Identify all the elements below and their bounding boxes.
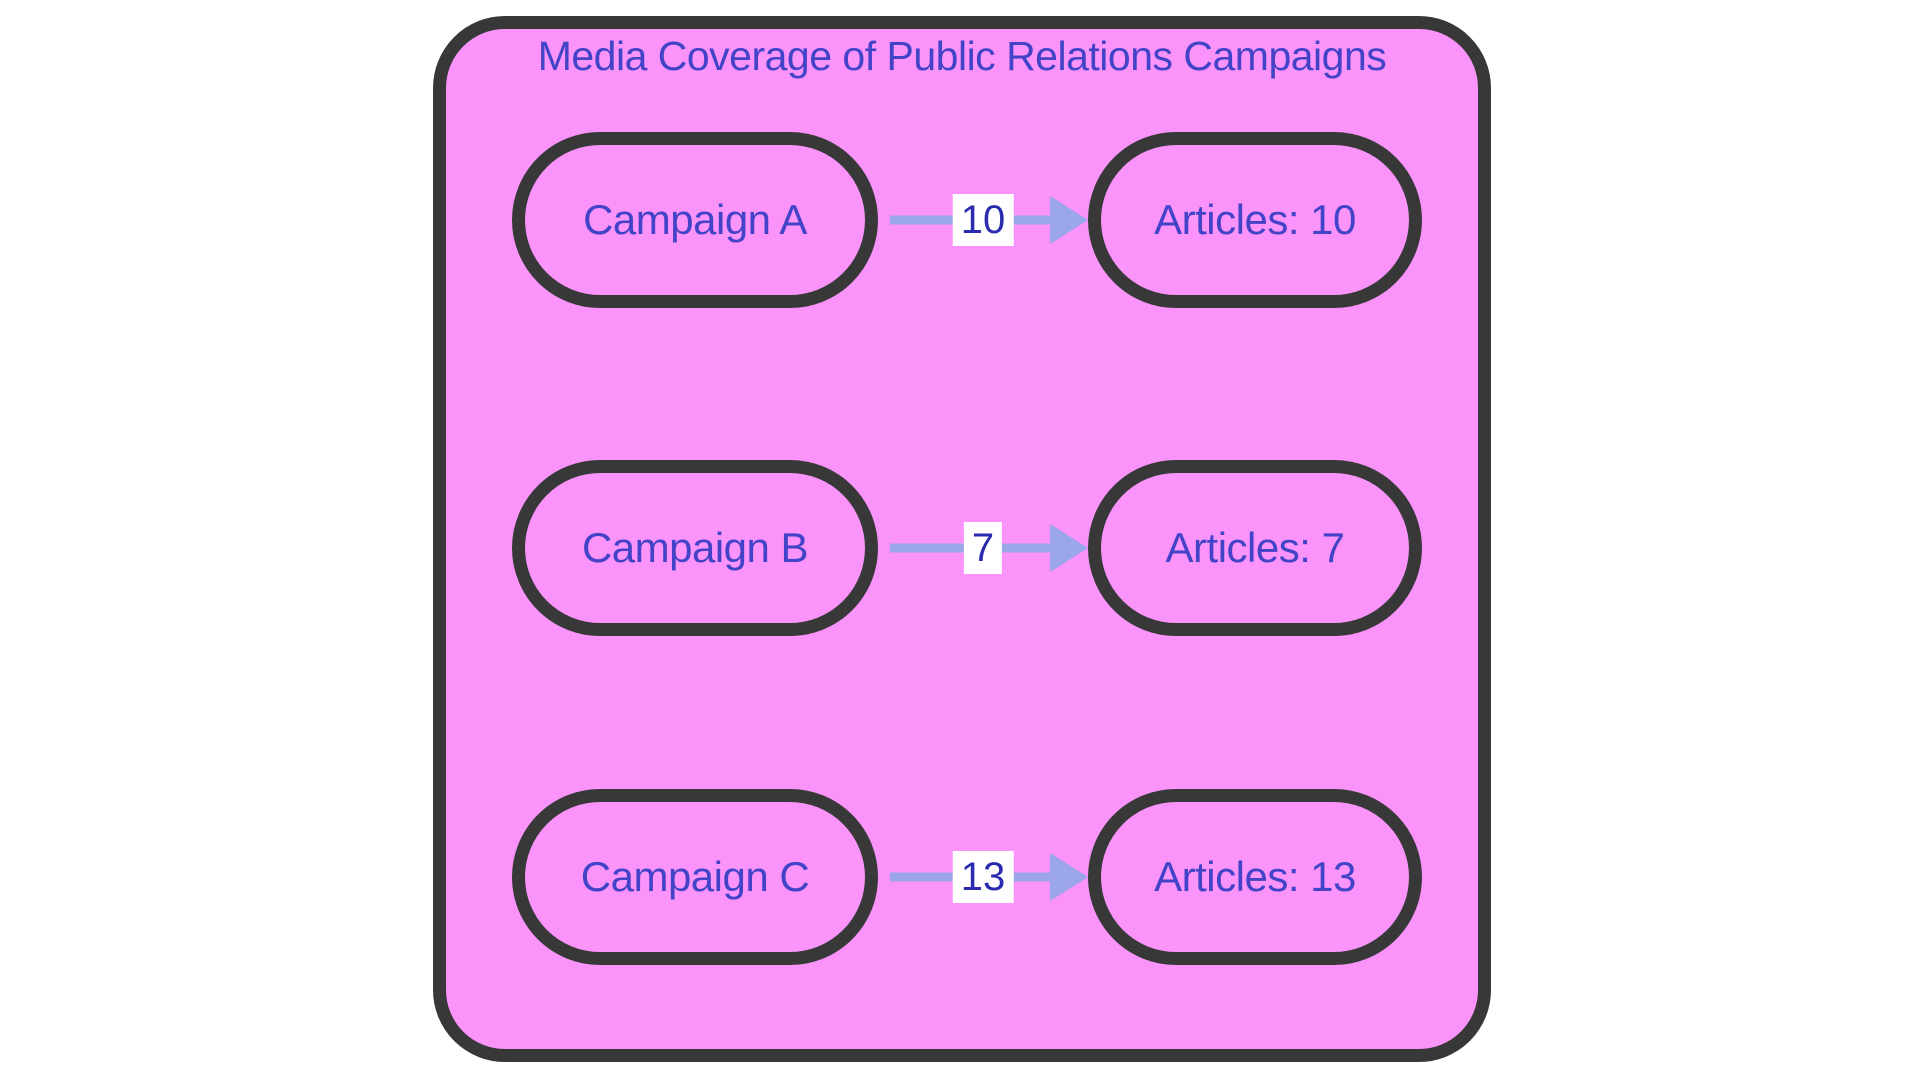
edge-campaign-c-to-articles: 13	[890, 851, 1088, 903]
edge-label-campaign-b: 7	[963, 522, 1003, 574]
edge-campaign-a-to-articles: 10	[890, 194, 1088, 246]
edge-label-campaign-a: 10	[952, 194, 1014, 246]
node-articles-a: Articles: 10	[1088, 132, 1422, 308]
diagram-container: Media Coverage of Public Relations Campa…	[433, 16, 1491, 1062]
node-articles-c: Articles: 13	[1088, 789, 1422, 965]
node-campaign-c: Campaign C	[512, 789, 878, 965]
arrowhead-icon	[1050, 853, 1088, 901]
node-articles-b: Articles: 7	[1088, 460, 1422, 636]
edge-campaign-b-to-articles: 7	[890, 522, 1088, 574]
edge-label-campaign-c: 13	[952, 851, 1014, 903]
diagram-title: Media Coverage of Public Relations Campa…	[537, 33, 1387, 79]
arrowhead-icon	[1050, 524, 1088, 572]
node-campaign-b: Campaign B	[512, 460, 878, 636]
arrowhead-icon	[1050, 196, 1088, 244]
node-campaign-a: Campaign A	[512, 132, 878, 308]
